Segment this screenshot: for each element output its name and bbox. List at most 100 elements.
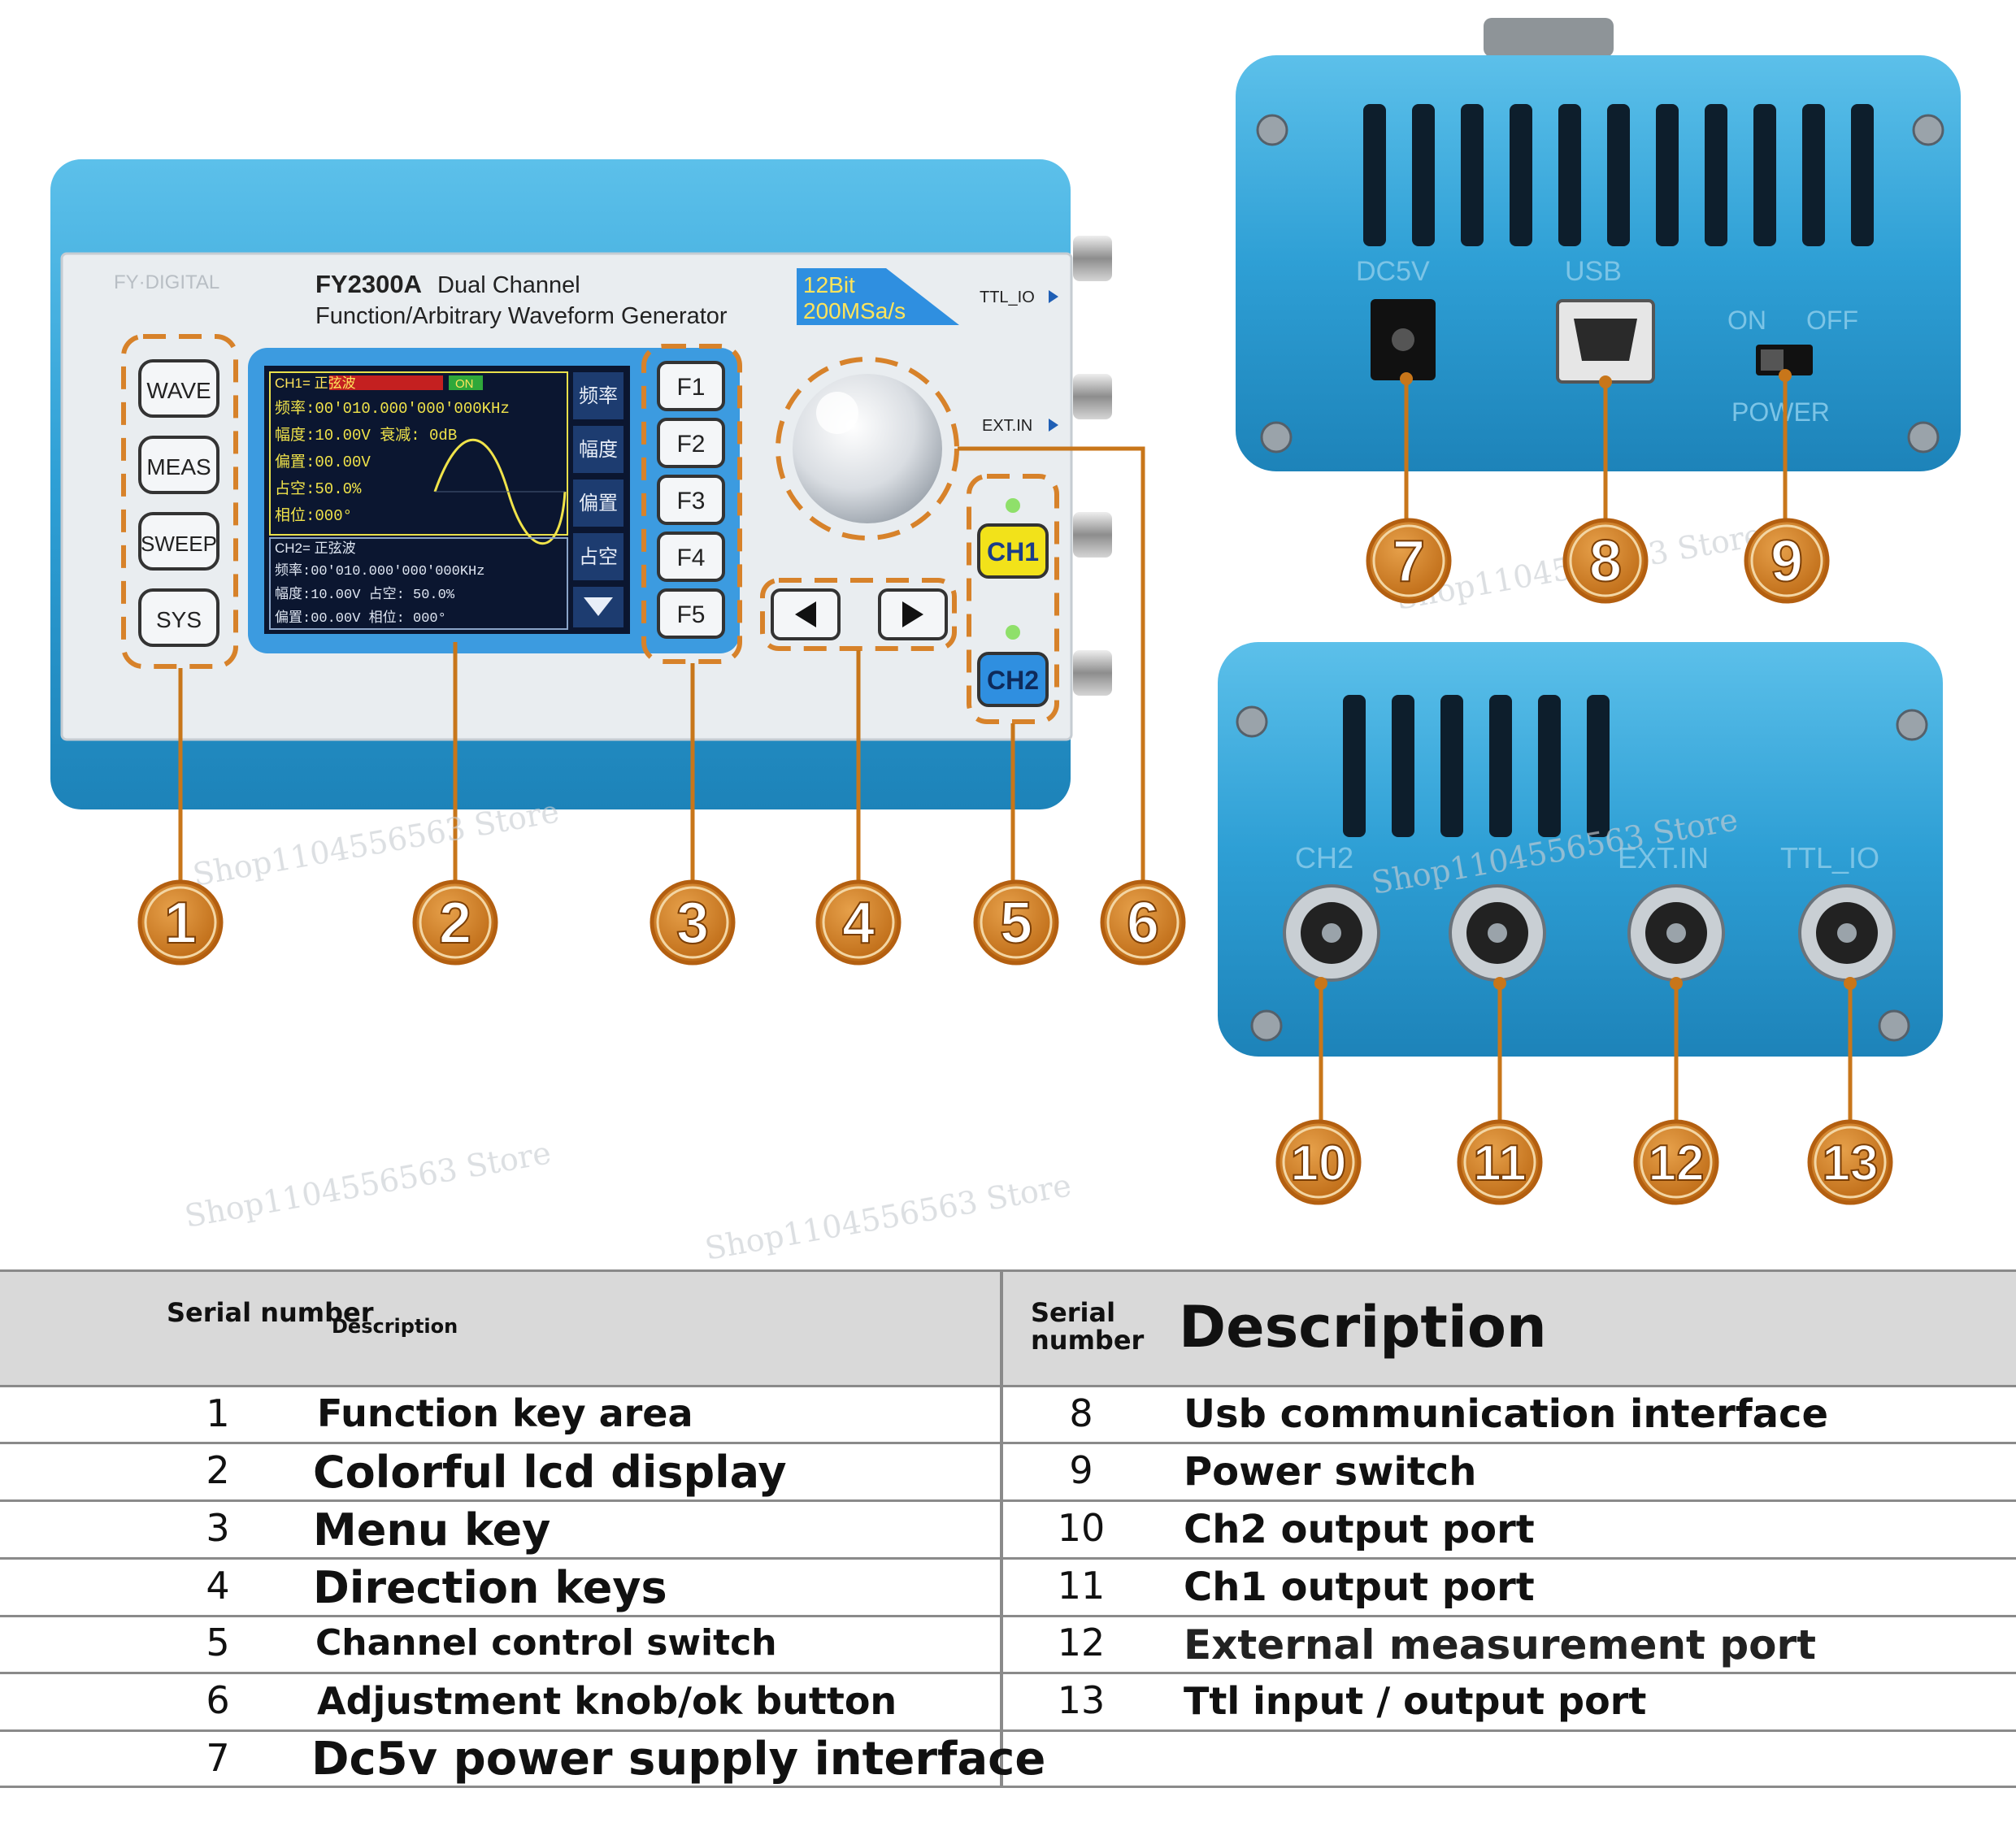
callout-number: 5 xyxy=(1000,891,1032,956)
model-title1: Dual Channel xyxy=(437,272,580,298)
f1-key-label: F1 xyxy=(676,374,705,401)
spec-badge xyxy=(797,268,959,325)
callouts: 1 2 3 4 5 6 7 8 9 10 11 12 13 xyxy=(137,518,1893,1205)
ch2-led xyxy=(1006,625,1020,640)
f2-key[interactable] xyxy=(657,418,725,468)
menu-label-3: 偏置 xyxy=(579,492,618,514)
row-num: 10 xyxy=(1057,1506,1106,1550)
callout-number: 1 xyxy=(164,891,197,956)
function-key-area-outline xyxy=(121,334,238,669)
callout-8: 8 xyxy=(1562,518,1649,604)
row-num: 9 xyxy=(1069,1448,1093,1492)
row-num: 8 xyxy=(1069,1391,1093,1435)
row-desc: Channel control switch xyxy=(315,1622,777,1664)
direction-keys-outline xyxy=(760,578,957,651)
sys-key-label: SYS xyxy=(156,607,202,632)
ch1-led xyxy=(1006,498,1020,513)
bnc-ttlio-port xyxy=(1798,884,1896,982)
row-desc: Ch1 output port xyxy=(1184,1564,1535,1610)
sys-key[interactable] xyxy=(138,588,219,647)
spec-bits: 12Bit xyxy=(803,272,855,297)
header-serial-left: Serial number xyxy=(167,1297,374,1328)
lcd-ch2-header: CH2= 正弦波 xyxy=(275,540,356,556)
ch2-key[interactable] xyxy=(977,652,1049,707)
adjustment-knob[interactable] xyxy=(793,374,942,523)
row-desc: Ttl input / output port xyxy=(1184,1679,1647,1723)
side-label-ch2: CH2 xyxy=(1295,841,1353,874)
lcd-ch2-line-2: 幅度:10.00V 占空: 50.0% xyxy=(275,586,455,603)
callout-9: 9 xyxy=(1744,518,1830,604)
menu-keys: F1 F2 F3 F4 F5 xyxy=(657,361,725,639)
chevron-down-icon xyxy=(584,597,613,616)
rear-label-usb: USB xyxy=(1565,256,1622,287)
device-diagram: FY·DIGITAL FY2300A Dual Channel Function… xyxy=(50,18,1961,1267)
row-num: 3 xyxy=(206,1506,230,1550)
f4-key[interactable] xyxy=(657,532,725,582)
callout-3: 3 xyxy=(650,879,736,966)
side-vents xyxy=(1343,695,1610,837)
lcd-ch2-line-1: 频率:00'010.000'000'000KHz xyxy=(275,562,484,579)
side-leader-lines xyxy=(1319,983,1853,1122)
arrow-icon xyxy=(1049,419,1058,432)
callout-2: 2 xyxy=(412,879,498,966)
sweep-key[interactable] xyxy=(138,512,219,571)
f3-key[interactable] xyxy=(657,475,725,525)
menu-label-1: 频率 xyxy=(579,384,618,407)
side-label-extin: EXT.IN xyxy=(1618,841,1709,874)
table-header xyxy=(0,1269,2016,1385)
lcd-ch1-line-2: 幅度:10.00V 衰减: 0dB xyxy=(275,426,457,445)
f2-key-label: F2 xyxy=(676,431,705,458)
ch1-key-label: CH1 xyxy=(987,537,1039,566)
row-desc: Power switch xyxy=(1184,1449,1477,1495)
meas-key[interactable] xyxy=(138,436,219,494)
description-table: Serial number Description Serial number … xyxy=(0,1269,2016,1798)
arrow-right-icon xyxy=(902,601,923,627)
f5-key[interactable] xyxy=(657,588,725,639)
f3-key-label: F3 xyxy=(676,488,705,514)
faded-brand: FY·DIGITAL xyxy=(114,271,219,293)
arrow-left-icon xyxy=(795,601,816,627)
side-panel: CH2 EXT.IN TTL_IO xyxy=(1218,642,1943,1057)
rear-panel: DC5V USB ON OFF POWER xyxy=(1236,18,1961,471)
callout-12: 12 xyxy=(1633,1119,1719,1205)
arrow-icon xyxy=(1049,290,1058,303)
row-num: 11 xyxy=(1057,1564,1106,1608)
lcd-ch1-line-4: 占空:50.0% xyxy=(275,480,362,498)
row-desc: Function key area xyxy=(317,1391,693,1435)
meas-key-label: MEAS xyxy=(146,454,211,480)
row-desc: Ch2 output port xyxy=(1184,1507,1535,1552)
wave-key[interactable] xyxy=(138,359,219,418)
row-num: 5 xyxy=(206,1621,230,1664)
callout-number: 7 xyxy=(1393,529,1425,594)
bnc-extin-port xyxy=(1627,884,1725,982)
menu-label-4: 占空 xyxy=(579,545,618,568)
lcd-ch1-header: CH1= 正弦波 xyxy=(275,375,356,391)
row-desc: Menu key xyxy=(313,1504,551,1556)
rear-vents xyxy=(1363,104,1874,246)
ch2-key-label: CH2 xyxy=(987,666,1039,695)
callout-11: 11 xyxy=(1457,1119,1543,1205)
row-desc: Direction keys xyxy=(313,1562,667,1613)
ch1-key[interactable] xyxy=(977,523,1049,579)
rear-leader-lines xyxy=(1404,375,1788,520)
bnc-ch1-port xyxy=(1449,884,1546,982)
callout-number: 9 xyxy=(1771,529,1803,594)
callout-4: 4 xyxy=(815,879,902,966)
row-desc: Usb communication interface xyxy=(1184,1391,1829,1437)
lcd-ch1-line-1: 频率:00'010.000'000'000KHz xyxy=(275,399,510,418)
rear-label-on: ON xyxy=(1727,306,1766,335)
callout-number: 3 xyxy=(676,891,709,956)
front-panel: FY·DIGITAL FY2300A Dual Channel Function… xyxy=(50,159,1112,809)
channel-switch-outline xyxy=(967,474,1059,724)
port-label-ttl: TTL_IO xyxy=(980,289,1035,306)
f1-key[interactable] xyxy=(657,361,725,411)
bnc-ch2-port xyxy=(1283,884,1380,982)
callout-number: 12 xyxy=(1649,1135,1705,1191)
row-num: 1 xyxy=(206,1391,230,1435)
menu-key-area-outline xyxy=(641,344,742,664)
rear-label-power: POWER xyxy=(1731,397,1830,427)
header-description-left: Description xyxy=(332,1315,458,1338)
row-num: 2 xyxy=(206,1448,230,1492)
row-num: 13 xyxy=(1057,1678,1106,1722)
port-label-extin: EXT.IN xyxy=(982,417,1032,435)
